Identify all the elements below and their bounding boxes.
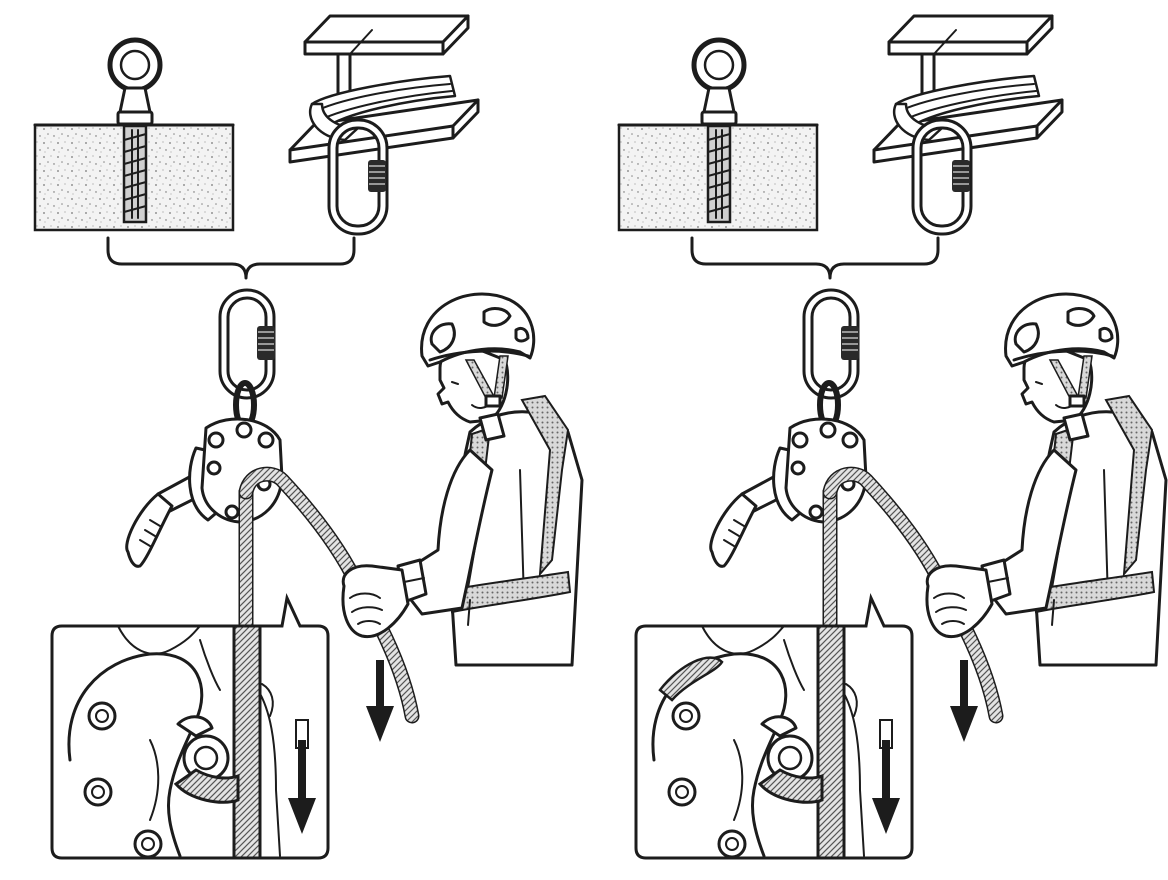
panel-left xyxy=(35,16,582,858)
released-rope-tail xyxy=(658,656,724,702)
panel-right-artwork xyxy=(619,16,1166,858)
panel-left-artwork xyxy=(35,16,582,858)
panel-right xyxy=(619,16,1166,858)
